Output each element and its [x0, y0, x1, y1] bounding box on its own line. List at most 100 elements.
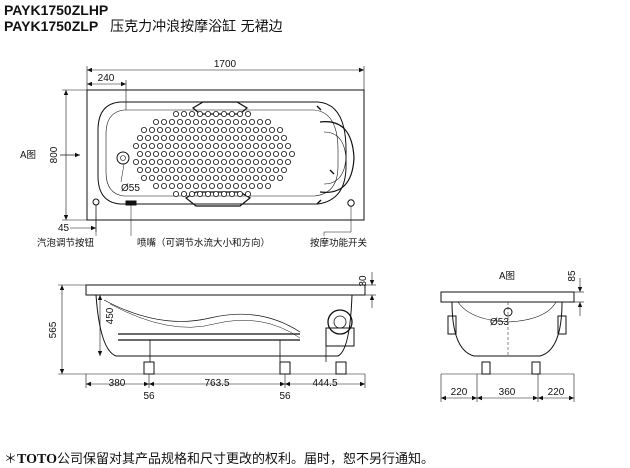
mat-hole	[248, 119, 255, 126]
mat-hole	[132, 158, 139, 165]
mat-hole	[220, 158, 227, 165]
callout-massage-switch: 按摩功能开关	[310, 237, 368, 249]
mat-hole	[152, 119, 159, 126]
mat-hole	[276, 142, 283, 149]
mat-hole	[236, 174, 243, 181]
mat-hole	[232, 182, 239, 189]
mat-hole	[256, 166, 263, 173]
mat-hole	[260, 174, 267, 181]
mat-hole	[280, 150, 287, 157]
mat-hole	[188, 127, 195, 134]
mat-hole	[224, 166, 231, 173]
mat-hole	[236, 190, 243, 197]
callout-air-button: 汽泡调节按钮	[37, 237, 95, 249]
mat-hole	[240, 150, 247, 157]
mat-hole	[156, 142, 163, 149]
mat-hole	[184, 150, 191, 157]
mat-hole	[228, 111, 235, 118]
mat-hole	[180, 111, 187, 118]
mat-hole	[164, 127, 171, 134]
mat-hole	[180, 142, 187, 149]
mat-hole	[156, 127, 163, 134]
mat-hole	[228, 190, 235, 197]
dim-offset-label: 240	[98, 73, 115, 84]
mat-hole	[256, 119, 263, 126]
mat-hole	[196, 127, 203, 134]
mat-hole	[144, 134, 151, 141]
mat-hole	[264, 182, 271, 189]
dim-width-label: 800	[49, 146, 60, 163]
grab-handle-bottom	[184, 191, 252, 207]
disclaimer-text: 公司保留对其产品规格和尺寸更改的权利。届时，恕不另行通知。	[56, 452, 434, 467]
mat-hole	[180, 174, 187, 181]
mat-hole	[200, 119, 207, 126]
mat-hole	[212, 190, 219, 197]
mat-hole	[184, 166, 191, 173]
mat-hole	[268, 158, 275, 165]
mat-hole	[184, 119, 191, 126]
product-description: 压克力冲浪按摩浴缸 无裙边	[110, 19, 283, 35]
mat-hole	[208, 119, 215, 126]
mat-hole	[248, 150, 255, 157]
mat-hole	[208, 134, 215, 141]
mat-hole	[136, 166, 143, 173]
dim-foot-1-label: 56	[143, 391, 155, 402]
mat-hole	[260, 142, 267, 149]
mat-hole	[156, 158, 163, 165]
mat-hole	[164, 142, 171, 149]
mat-hole	[204, 158, 211, 165]
mat-hole	[180, 158, 187, 165]
mat-hole	[252, 142, 259, 149]
dim-edge-label: 45	[58, 223, 70, 234]
mat-hole	[200, 166, 207, 173]
mat-hole	[280, 134, 287, 141]
mat-hole	[224, 134, 231, 141]
mat-hole	[192, 182, 199, 189]
end-view	[440, 278, 584, 402]
drain-top	[116, 151, 130, 165]
mat-hole	[280, 166, 287, 173]
mat-hole	[264, 134, 271, 141]
mat-hole	[172, 158, 179, 165]
mat-hole	[272, 134, 279, 141]
callout-nozzle: 喷嘴（可调节水流大小和方向）	[137, 237, 270, 249]
mat-hole	[240, 166, 247, 173]
mat-hole	[228, 174, 235, 181]
drain-diameter-top: Ø55	[121, 183, 140, 194]
mat-hole	[172, 142, 179, 149]
mat-hole	[224, 182, 231, 189]
side-foot-3	[335, 361, 347, 375]
mat-hole	[152, 182, 159, 189]
mat-hole	[268, 174, 275, 181]
pump-motor	[327, 309, 353, 335]
mat-hole	[204, 111, 211, 118]
mat-hole	[188, 190, 195, 197]
dim-depth-label: 450	[105, 307, 116, 324]
mat-hole	[220, 142, 227, 149]
mat-hole	[216, 150, 223, 157]
side-rim	[85, 284, 366, 296]
mat-hole	[184, 182, 191, 189]
mat-hole	[168, 166, 175, 173]
mat-hole	[224, 119, 231, 126]
mat-hole	[288, 150, 295, 157]
tub-outer-rim	[86, 89, 365, 221]
mat-hole	[276, 174, 283, 181]
dim-left-label: 380	[109, 378, 126, 389]
mat-hole	[160, 182, 167, 189]
dim-right-label: 444.5	[312, 378, 337, 389]
nozzle-front	[125, 200, 137, 206]
mat-hole	[148, 142, 155, 149]
mat-hole	[164, 158, 171, 165]
side-foot-1	[143, 361, 155, 375]
mat-hole	[200, 134, 207, 141]
mat-hole	[140, 174, 147, 181]
mat-hole	[204, 174, 211, 181]
mat-hole	[180, 127, 187, 134]
mat-hole	[148, 174, 155, 181]
mat-hole	[168, 150, 175, 157]
mat-hole	[188, 111, 195, 118]
mat-hole	[264, 119, 271, 126]
mat-hole	[272, 166, 279, 173]
